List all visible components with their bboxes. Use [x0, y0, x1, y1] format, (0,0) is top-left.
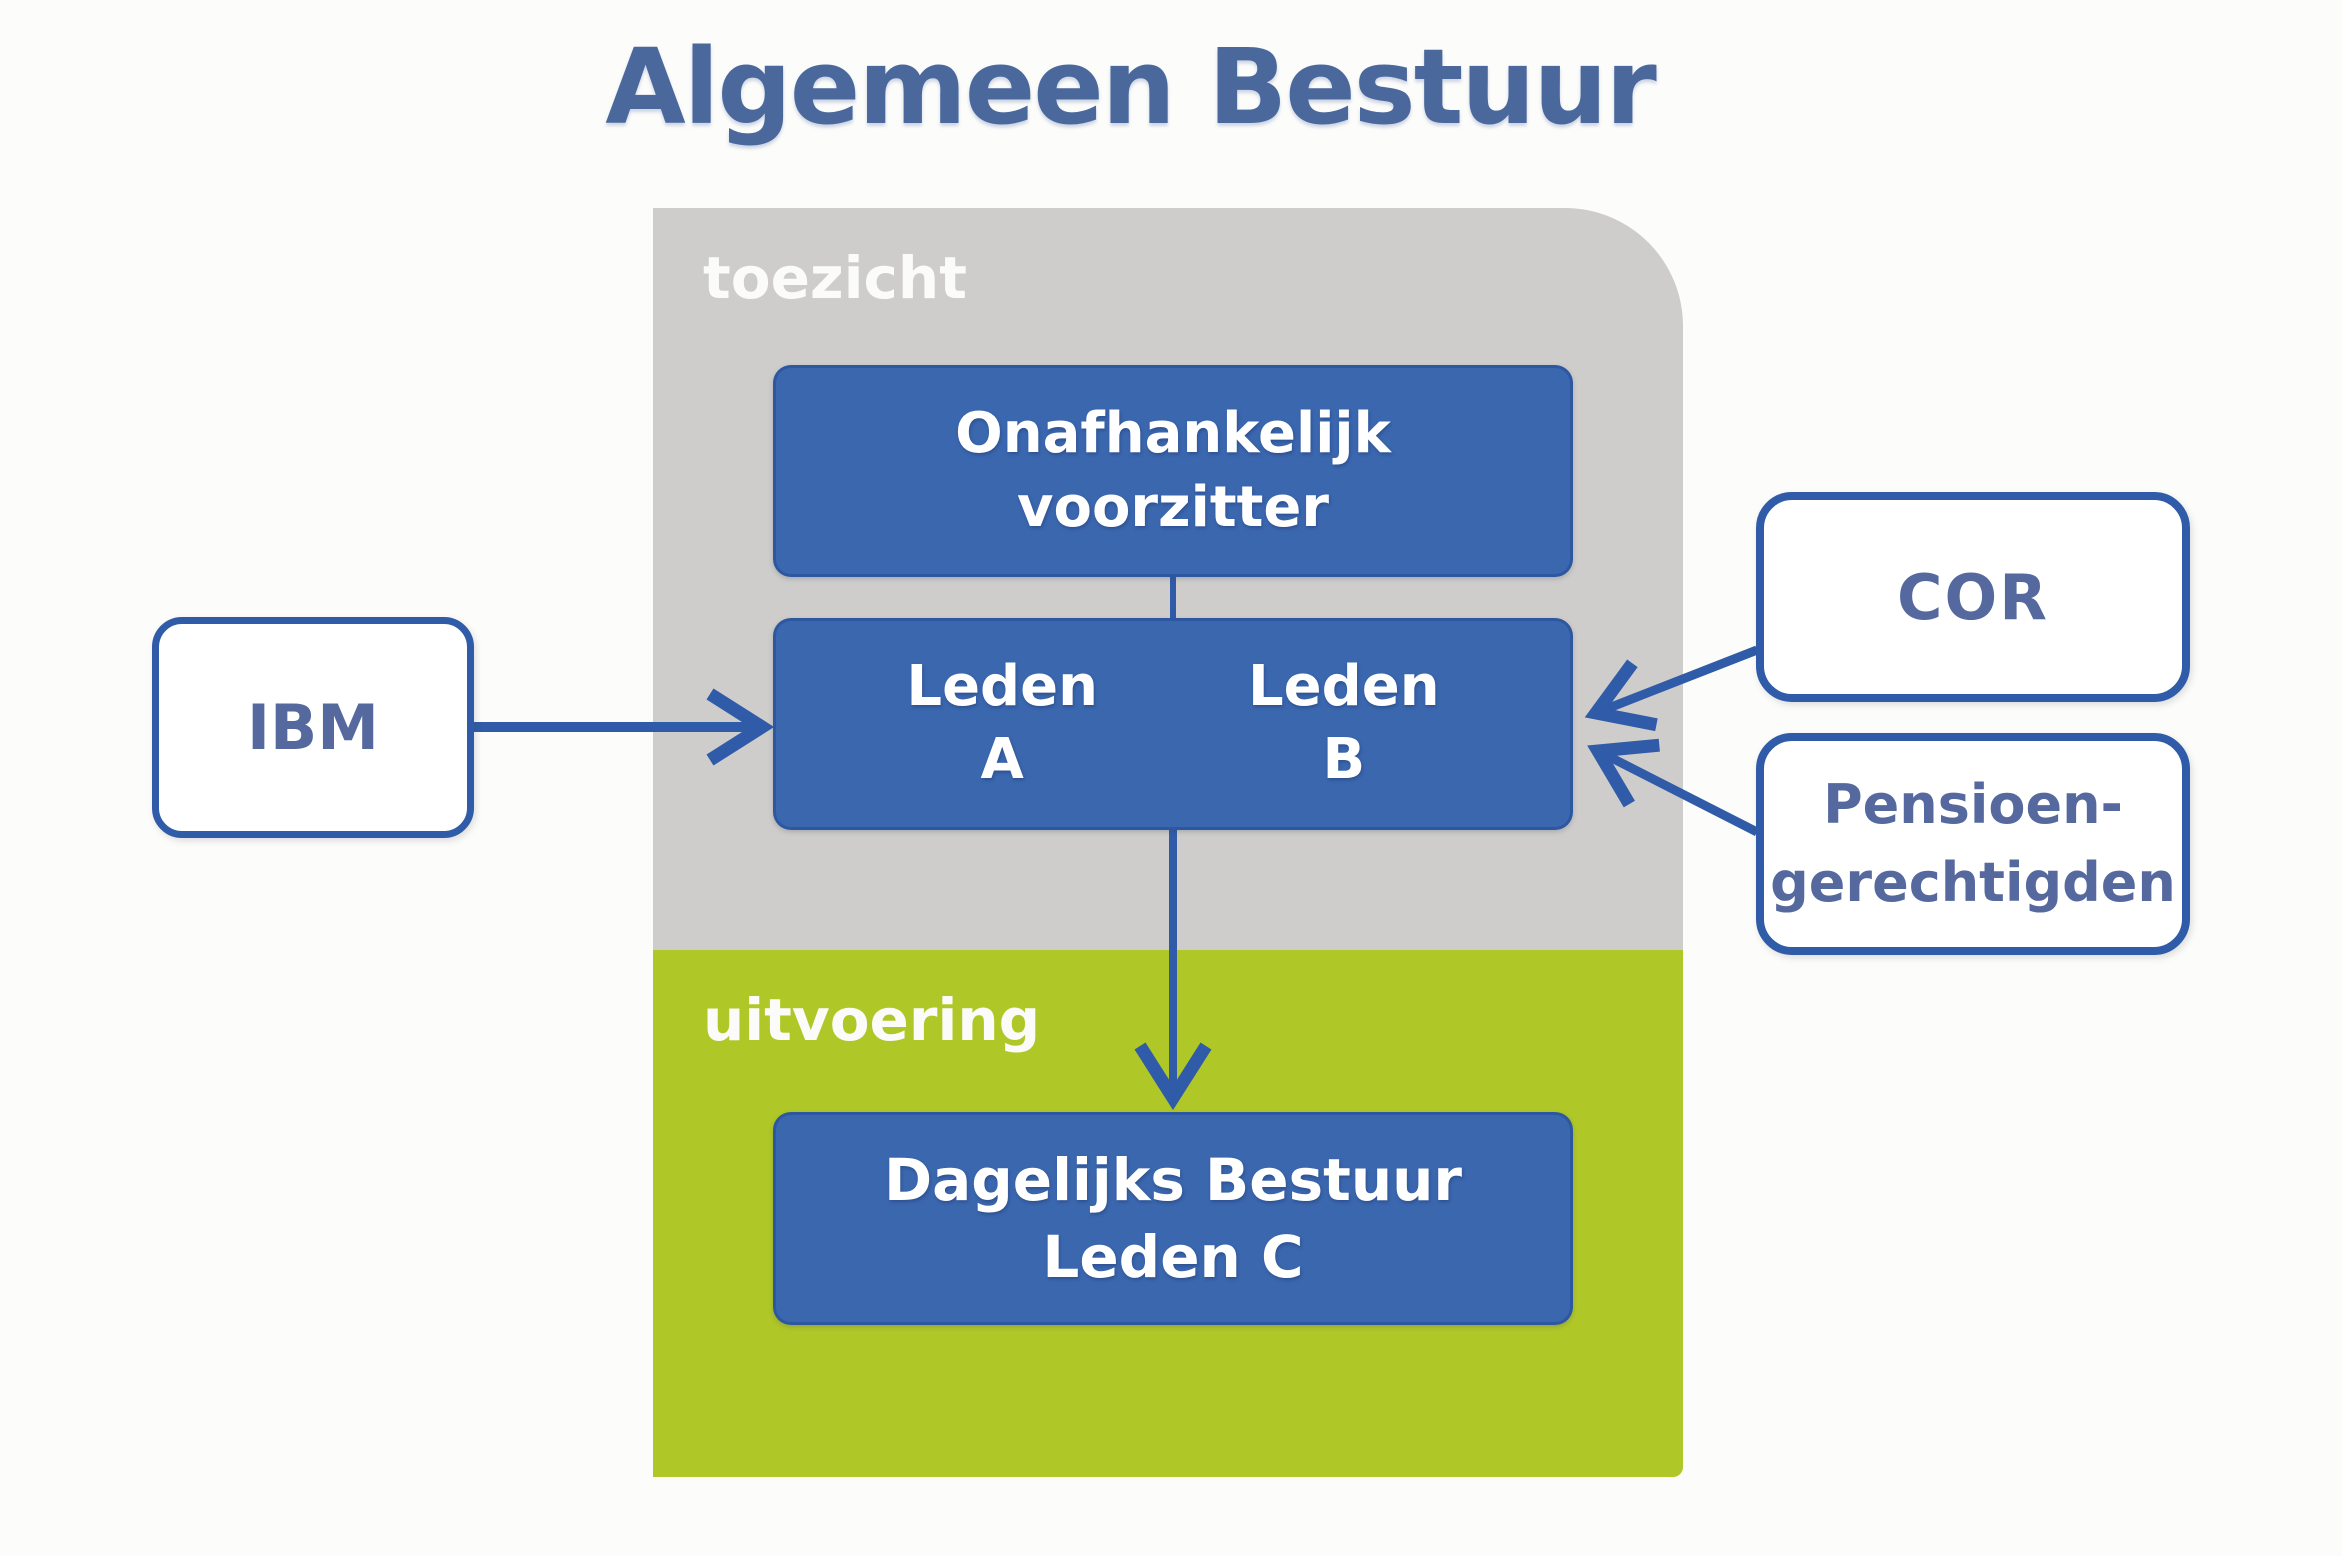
page-title: Algemeen Bestuur	[605, 26, 1657, 148]
external-box-ibm: IBM	[152, 617, 474, 838]
chairman-line1: Onafhankelijk	[955, 401, 1391, 467]
members-a-line2: A	[980, 727, 1024, 792]
chairman-line2: voorzitter	[1016, 475, 1329, 540]
members-b-line1: Leden	[1248, 654, 1440, 720]
node-independent-chairman-text: Onafhankelijk voorzitter	[955, 397, 1391, 545]
pensioners-text: Pensioen- gerechtigden	[1770, 766, 2176, 923]
external-box-pensioners: Pensioen- gerechtigden	[1756, 733, 2190, 955]
pensioners-line1: Pensioen-	[1823, 772, 2123, 836]
external-box-cor: COR	[1756, 492, 2190, 702]
node-daily-board-text: Dagelijks Bestuur Leden C	[884, 1142, 1462, 1295]
daily-board-line1: Dagelijks Bestuur	[883, 1145, 1463, 1214]
members-a: Leden A	[906, 651, 1098, 797]
members-b: Leden B	[1248, 651, 1440, 797]
cor-label: COR	[1897, 560, 2049, 634]
zone-supervision: toezicht	[653, 208, 1683, 950]
members-b-line2: B	[1322, 727, 1366, 792]
zone-execution-label: uitvoering	[703, 986, 1041, 1054]
node-daily-board: Dagelijks Bestuur Leden C	[773, 1112, 1573, 1325]
zone-supervision-label: toezicht	[703, 244, 967, 312]
node-independent-chairman: Onafhankelijk voorzitter	[773, 365, 1573, 577]
daily-board-line2: Leden C	[1042, 1222, 1304, 1291]
pensioners-line2: gerechtigden	[1770, 851, 2176, 914]
members-a-line1: Leden	[906, 654, 1098, 720]
node-members: Leden A Leden B	[773, 618, 1573, 830]
ibm-label: IBM	[246, 691, 380, 764]
